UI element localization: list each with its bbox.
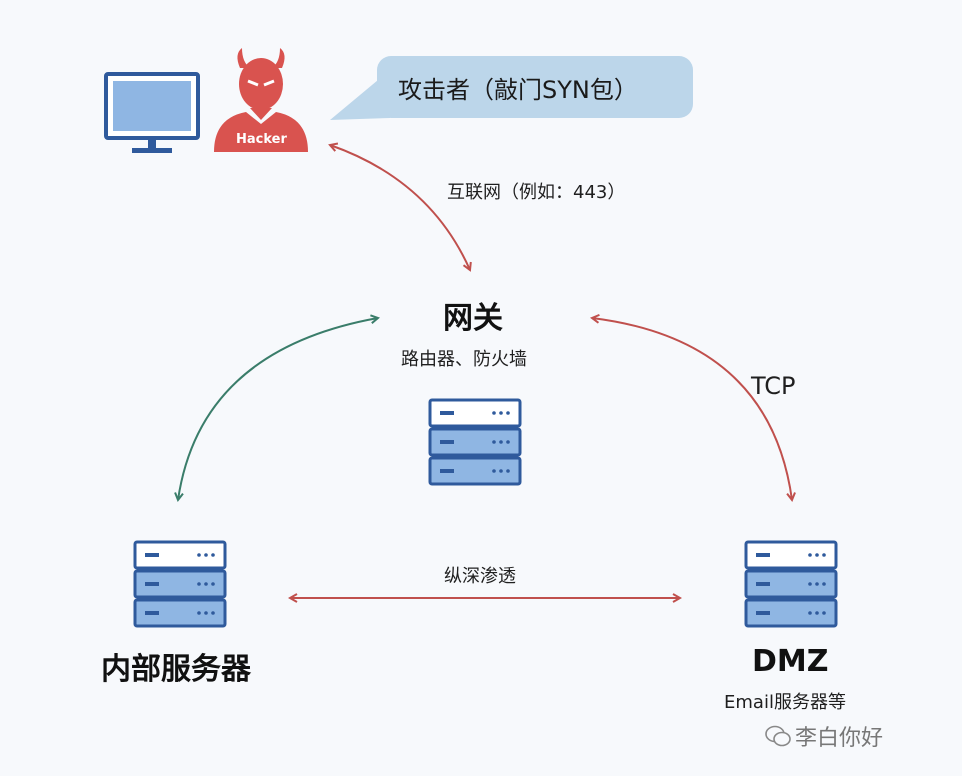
gateway-server-icon — [428, 398, 522, 486]
watermark-text: 李白你好 — [795, 726, 884, 751]
hacker-icon — [214, 48, 308, 152]
internal-title: 内部服务器 — [101, 652, 251, 687]
hacker-label: Hacker — [236, 132, 287, 147]
monitor-icon — [104, 72, 200, 153]
bubble-tail — [330, 80, 390, 120]
internal-server-icon — [133, 540, 227, 628]
gateway-title: 网关 — [443, 301, 503, 336]
tcp-arrow — [592, 318, 792, 500]
internal-gateway-arrow — [178, 318, 378, 500]
dmz-title: DMZ — [752, 644, 829, 679]
speech-bubble — [377, 56, 693, 118]
gateway-subtitle: 路由器、防火墙 — [401, 349, 527, 370]
tcp-label: TCP — [751, 372, 796, 400]
internet-arrow — [330, 145, 470, 270]
dmz-server-icon — [744, 540, 838, 628]
dmz-subtitle: Email服务器等 — [724, 692, 846, 713]
attacker-bubble-text: 攻击者（敲门SYN包） — [398, 76, 638, 104]
internet-label: 互联网（例如：443） — [447, 182, 626, 203]
wechat-icon — [765, 725, 791, 747]
lateral-label: 纵深渗透 — [444, 566, 516, 587]
